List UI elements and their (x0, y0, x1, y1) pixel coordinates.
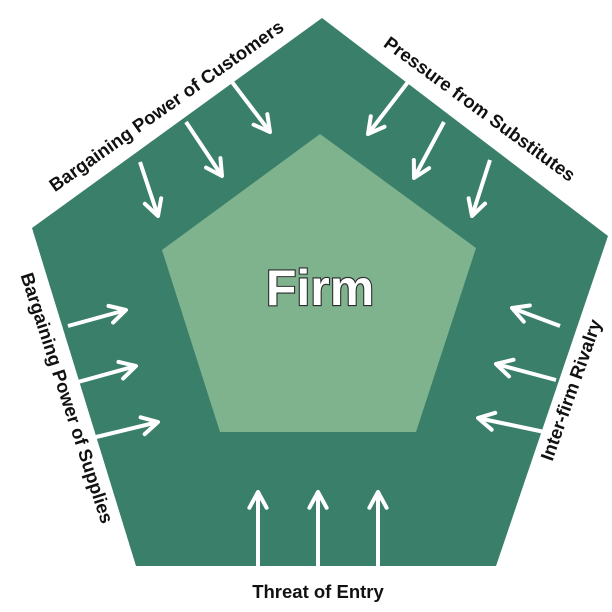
arrowhead-customers-2 (204, 156, 224, 178)
arrowhead-entry-1 (247, 490, 269, 510)
arrowhead-rivalry-3 (476, 410, 498, 432)
arrowhead-customers-3 (142, 196, 164, 218)
arrowhead-customers-1 (251, 112, 272, 134)
arrow-substitutes-3 (470, 159, 492, 217)
arrowhead-entry-3 (367, 490, 389, 510)
arrowhead-supplies-2 (116, 359, 138, 381)
arrow-substitutes-2 (412, 121, 446, 179)
arrow-customers-1 (230, 80, 272, 134)
arrowhead-substitutes-2 (411, 158, 432, 180)
arrowhead-rivalry-1 (510, 303, 532, 324)
arrow-supplies-3 (91, 420, 159, 440)
arrow-supplies-1 (67, 308, 127, 328)
arrowhead-supplies-3 (138, 415, 160, 437)
force-arrows (67, 80, 561, 566)
force-label-entry: Threat of Entry (252, 581, 384, 602)
inner-pentagon (162, 134, 476, 432)
arrowhead-supplies-1 (106, 303, 128, 325)
arrow-rivalry-1 (511, 306, 561, 328)
arrowhead-substitutes-3 (466, 196, 488, 218)
arrow-customers-2 (184, 120, 224, 178)
arrowhead-entry-2 (307, 490, 329, 510)
arrow-rivalry-2 (495, 362, 557, 382)
arrow-rivalry-3 (477, 416, 555, 436)
arrow-supplies-2 (77, 364, 137, 384)
arrow-substitutes-1 (366, 80, 410, 136)
arrowhead-rivalry-2 (494, 357, 516, 379)
arrowhead-substitutes-1 (366, 114, 387, 136)
arrow-customers-3 (138, 161, 160, 217)
firm-label: Firm (266, 260, 374, 316)
